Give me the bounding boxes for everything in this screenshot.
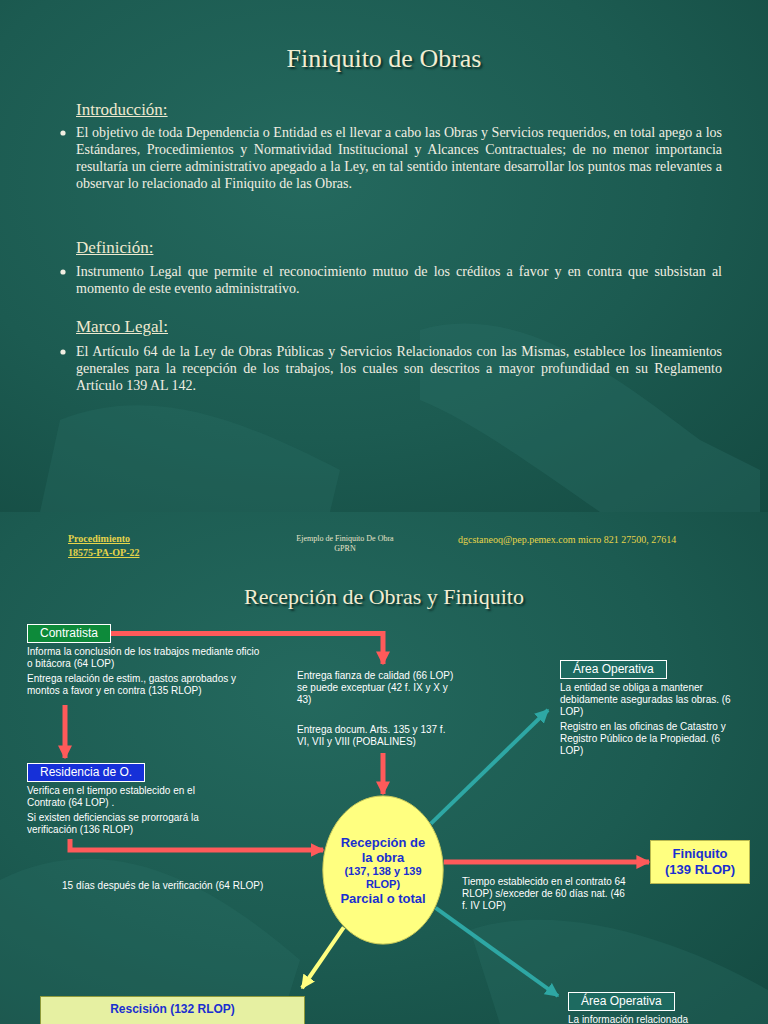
decision-ellipse: Recepción de la obra(137, 138 y 139 RLOP… [322, 795, 444, 945]
section-heading: Marco Legal: [76, 317, 276, 337]
connector-line [436, 908, 558, 996]
actor-box: Área Operativa La entidad se obliga a man… [560, 659, 735, 757]
connector-line [63, 705, 68, 758]
connector-line [431, 710, 548, 824]
process-box: Finiquito(139 RLOP) [650, 840, 750, 884]
edge-label: Tiempo establecido en el contrato 64 RLO… [462, 876, 632, 912]
actor-box: Residencia de O. Verifica en el tiempo es… [27, 762, 232, 836]
actor-label: Área Operativa [560, 660, 667, 679]
note-text: La entidad se obliga a mantener debidame… [560, 682, 735, 718]
connector [65, 705, 66, 758]
hand-shape [470, 920, 768, 1024]
step-note: Entrega fianza de calidad (66 LOP) se pu… [297, 670, 457, 706]
connector [302, 927, 344, 988]
step-text: Parcial o total [340, 891, 425, 906]
body-text: El objetivo de toda Dependencia o Entida… [76, 124, 722, 192]
connector-line [381, 753, 386, 794]
step-text: (137, 138 y 139 RLOP) [336, 865, 430, 891]
slide-title: Recepción de Obras y Finiquito [0, 584, 768, 610]
edge-label: 15 días después de la verificación (64 R… [62, 880, 322, 892]
step-note: Entrega docum. Arts. 135 y 137 f. VI, VI… [297, 724, 457, 748]
actor-label: Contratista [27, 624, 111, 643]
body-text: El Artículo 64 de la Ley de Obras Públic… [76, 343, 722, 394]
section-heading: Definición: [76, 238, 276, 258]
connector [70, 839, 323, 850]
box-text: Finiquito [665, 846, 735, 862]
footer-contact: dgcstaneoq@pep.pemex.com micro 821 27500… [458, 534, 758, 545]
connector [436, 908, 558, 996]
note-text: Verifica en el tiempo establecido en el … [27, 785, 232, 809]
note-text: Registro en las oficinas de Catastro y R… [560, 721, 735, 757]
actor-label: Área Operativa [568, 992, 675, 1011]
slide-title: Finiquito de Obras [0, 44, 768, 74]
ellipse-outline [323, 796, 443, 944]
footer-link: 18575-PA-OP-22 [68, 547, 188, 558]
actor-box: ContratistaInforma la conclusión de los … [27, 623, 262, 697]
connector-line [444, 860, 649, 865]
hand-shape [40, 405, 340, 512]
footer-note: Ejemplo de Finiquito De Obra GPRN [290, 534, 400, 554]
note-text: Entrega relación de estim., gastos aprob… [27, 673, 262, 697]
connector [444, 862, 649, 863]
actor-box: Área Operativa La información relacionada [568, 991, 743, 1024]
connector-line [70, 839, 323, 850]
process-box: Rescisión (132 RLOP) [40, 996, 305, 1024]
body-text: Instrumento Legal que permite el reconoc… [76, 263, 722, 297]
footer-link: Procedimiento [68, 533, 188, 544]
bullet [60, 269, 65, 274]
step-text: Recepción de la obra [336, 835, 430, 865]
bullet [60, 349, 65, 354]
connector [431, 710, 548, 824]
box-text: Rescisión (132 RLOP) [41, 1002, 304, 1017]
section-heading: Introducción: [76, 100, 276, 120]
connector-line [302, 927, 344, 988]
box-text: (139 RLOP) [665, 862, 735, 878]
bullet [60, 130, 65, 135]
ellipse-text: Recepción de la obra(137, 138 y 139 RLOP… [322, 795, 444, 945]
note-text: Si existen deficiencias se prorrogará la… [27, 812, 232, 836]
actor-label: Residencia de O. [27, 763, 145, 782]
note-text: La información relacionada [568, 1014, 743, 1024]
connector [111, 634, 383, 795]
note-text: Informa la conclusión de los trabajos me… [27, 646, 262, 670]
